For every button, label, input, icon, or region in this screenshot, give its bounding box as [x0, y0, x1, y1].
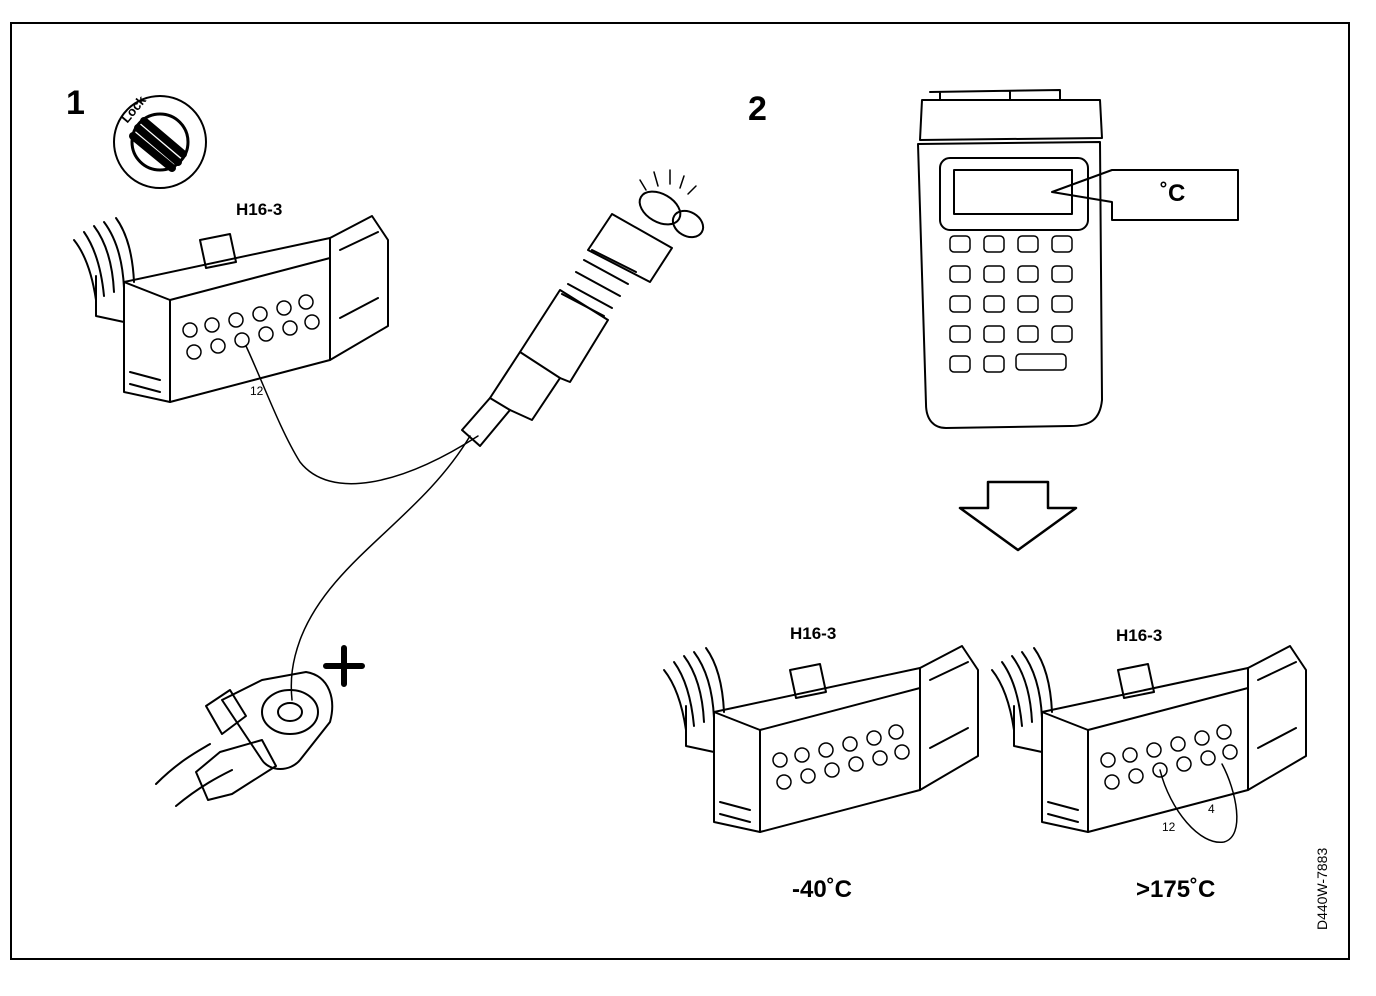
panel-number-1: 1 — [66, 84, 85, 122]
panel-number-2: 2 — [748, 90, 767, 128]
pin-label-12-hot: 12 — [1162, 820, 1176, 834]
ignition-switch-icon — [113, 95, 207, 189]
jumper-wire — [1159, 763, 1238, 843]
test-wire — [245, 345, 479, 485]
temperature-hot: >175˚C — [1136, 876, 1216, 903]
down-arrow-icon — [958, 480, 1078, 552]
figure-frame — [10, 22, 1350, 960]
temperature-cold: -40˚C — [792, 876, 853, 903]
diagnostic-tester-icon — [917, 89, 1239, 429]
figure-code: D440W-7883 — [1314, 847, 1330, 930]
connector-h16-3-panel1 — [73, 215, 389, 403]
test-lamp-icon — [461, 169, 705, 447]
connector-label-cold: H16-3 — [790, 624, 837, 643]
test-lead-wire — [290, 435, 471, 701]
pin-label-12-panel1: 12 — [250, 384, 264, 398]
plus-symbol — [323, 645, 365, 687]
connector-label-hot: H16-3 — [1116, 626, 1163, 645]
battery-terminal-icon — [155, 671, 334, 807]
connector-h16-3-hot — [991, 645, 1307, 843]
connector-h16-3-cold — [663, 645, 979, 833]
pin-label-4-hot: 4 — [1208, 802, 1215, 816]
display-unit-label: ˚C — [1160, 180, 1186, 207]
connector-label-panel1: H16-3 — [236, 200, 283, 219]
